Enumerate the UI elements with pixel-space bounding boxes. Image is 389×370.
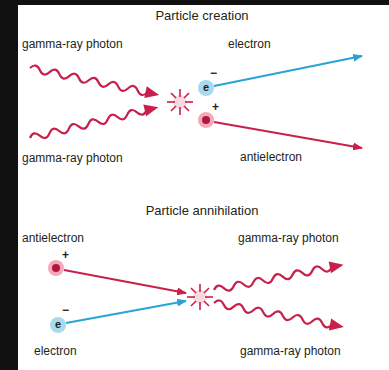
antielectron-dot [48,260,64,276]
electron-circle: e− [50,317,66,333]
burst [187,284,213,310]
burst [167,89,193,115]
antielectron-dot [198,112,214,128]
panel [18,5,389,370]
text-label: antielectron [240,150,302,164]
photon-wave [29,101,160,143]
text-label: Particle creation [155,9,248,23]
charge-sign: − [62,304,69,316]
text-label: gamma-ray photon [22,37,123,51]
charge-sign: + [62,248,69,262]
text-label: gamma-ray photon [240,344,341,358]
charge-sign: + [212,100,219,114]
electron-circle: e− [198,80,214,96]
charge-sign: − [210,67,217,79]
particle-symbol: e [50,317,66,333]
text-label: electron [34,344,77,358]
text-label: antielectron [22,231,84,245]
photon-wave [29,62,161,101]
particle-symbol: e [198,80,214,96]
photon-wave [213,259,345,296]
electron-track [214,56,362,86]
text-label: gamma-ray photon [238,231,339,245]
antielectron-track [214,122,362,148]
text-label: electron [228,37,271,51]
electron-track [66,301,186,323]
photon-wave [213,297,345,333]
antielectron-track [64,270,186,293]
text-label: Particle annihilation [146,204,259,218]
text-label: gamma-ray photon [22,151,123,165]
